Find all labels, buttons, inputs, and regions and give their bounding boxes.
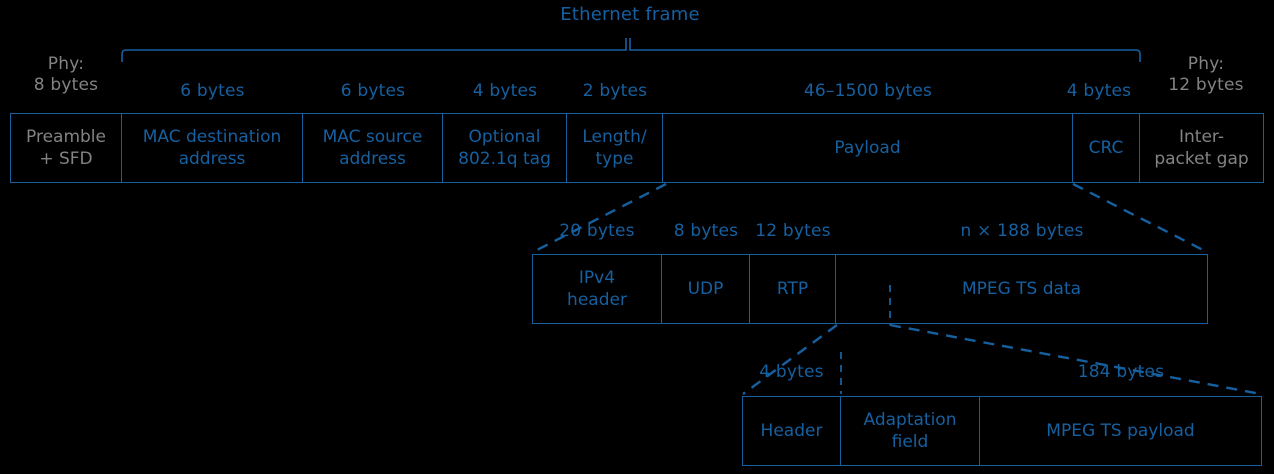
ethernet-frame-title: Ethernet frame	[560, 4, 700, 25]
mpeg-ts-size-label: n × 188 bytes	[960, 221, 1084, 241]
field-ts-header: Header	[742, 396, 841, 466]
ts-header-size-label: 4 bytes	[759, 362, 824, 382]
field-ts-payload: MPEG TS payload	[980, 396, 1262, 466]
field-ts-adaptation: Adaptation field	[841, 396, 980, 466]
ipv4-size-label: 20 bytes	[559, 221, 635, 241]
field-udp-header: UDP	[662, 254, 750, 324]
field-mac-dest: MAC destination address	[122, 113, 303, 183]
ethernet-frame-bracket	[121, 38, 1141, 62]
crc-size-label: 4 bytes	[1066, 81, 1132, 101]
leader-ts-right	[889, 323, 1262, 396]
payload-size-label: 46–1500 bytes	[803, 81, 933, 101]
length-type-size-label: 2 bytes	[582, 81, 648, 101]
field-length-type: Length/ type	[567, 113, 663, 183]
vlan-tag-size-label: 4 bytes	[472, 81, 538, 101]
field-payload: Payload	[663, 113, 1073, 183]
mac-src-size-label: 6 bytes	[340, 81, 406, 101]
field-mpeg-ts-data: MPEG TS data	[836, 254, 1208, 324]
rtp-size-label: 12 bytes	[755, 221, 831, 241]
udp-size-label: 8 bytes	[673, 221, 739, 241]
ts-payload-size-label: 184 bytes	[1077, 362, 1165, 382]
field-crc: CRC	[1073, 113, 1140, 183]
field-ipv4-header: IPv4 header	[532, 254, 662, 324]
phy-left-size-label: Phy: 8 bytes	[33, 54, 99, 95]
field-rtp-header: RTP	[750, 254, 836, 324]
mac-dest-size-label: 6 bytes	[180, 81, 245, 101]
field-inter-packet-gap: Inter- packet gap	[1140, 113, 1264, 183]
leader-ts-left	[742, 324, 838, 395]
field-mac-src: MAC source address	[303, 113, 443, 183]
phy-right-size-label: Phy: 12 bytes	[1168, 54, 1244, 95]
field-preamble: Preamble + SFD	[10, 113, 122, 183]
field-vlan-tag: Optional 802.1q tag	[443, 113, 567, 183]
